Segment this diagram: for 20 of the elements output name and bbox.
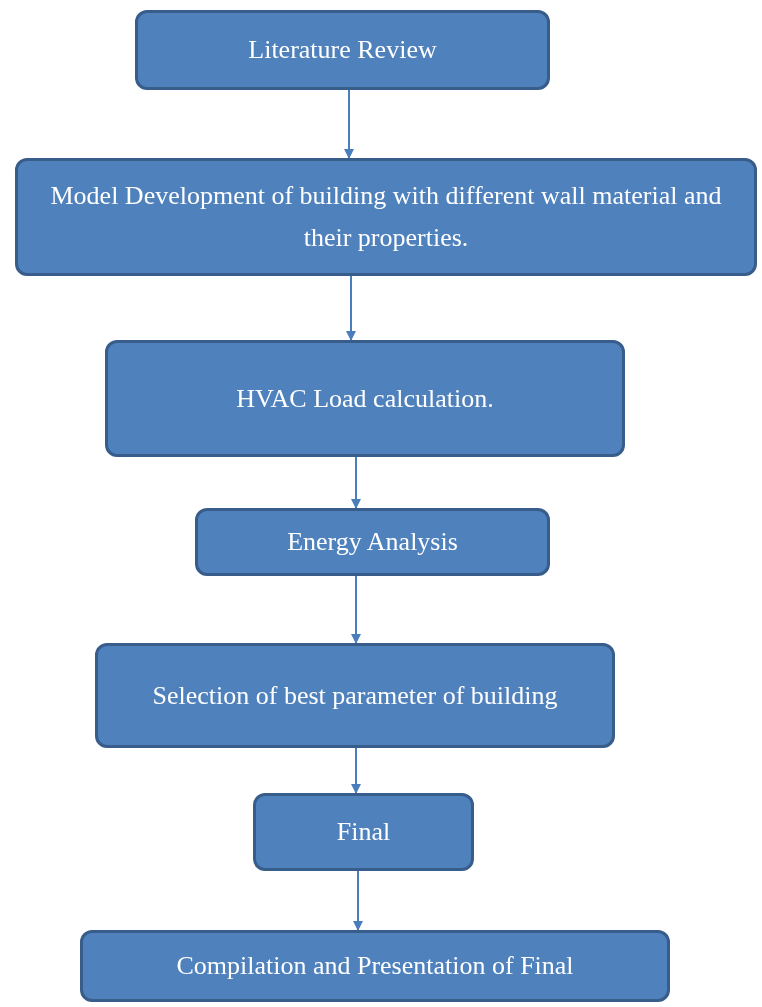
- process-box: [105, 340, 625, 457]
- arrow: [353, 870, 363, 931]
- arrow: [351, 747, 361, 794]
- box-label: Model Development of building with different wall material and their properties.: [49, 180, 723, 254]
- box-label: Compilation and Presentation of Final: [176, 950, 574, 983]
- arrow: [351, 456, 361, 509]
- box-label: Literature Review: [248, 34, 437, 67]
- process-box: [135, 10, 550, 90]
- box-label: HVAC Load calculation.: [236, 382, 494, 415]
- process-box: [15, 158, 757, 276]
- arrow: [346, 275, 356, 341]
- process-box: [195, 508, 550, 576]
- process-box: [80, 930, 670, 1002]
- arrow: [344, 89, 354, 159]
- process-box: [95, 643, 615, 748]
- box-label: Final: [336, 816, 391, 849]
- arrow: [351, 575, 361, 644]
- process-box: [253, 793, 474, 871]
- box-label: Energy Analysis: [287, 526, 458, 559]
- box-label: Selection of best parameter of building: [152, 679, 558, 712]
